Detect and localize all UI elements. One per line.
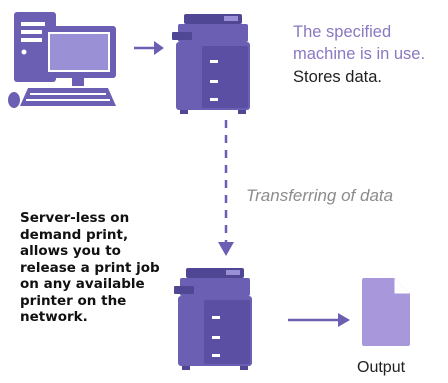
transfer-label: Transferring of data bbox=[246, 186, 394, 205]
description-text: Server-less on demand print, allows you … bbox=[20, 210, 160, 325]
output-label: Output bbox=[357, 359, 406, 376]
stores-data-text: Stores data. bbox=[293, 68, 382, 86]
arrow-right-icon bbox=[288, 313, 350, 327]
multifunction-printer-icon bbox=[172, 14, 250, 114]
document-icon bbox=[362, 278, 410, 346]
transfer-arrow-icon bbox=[218, 120, 234, 256]
arrow-right-icon bbox=[134, 41, 164, 55]
multifunction-printer-icon bbox=[174, 268, 252, 370]
machine-status-text: The specified machine is in use. bbox=[293, 23, 426, 63]
computer-icon bbox=[8, 12, 116, 108]
